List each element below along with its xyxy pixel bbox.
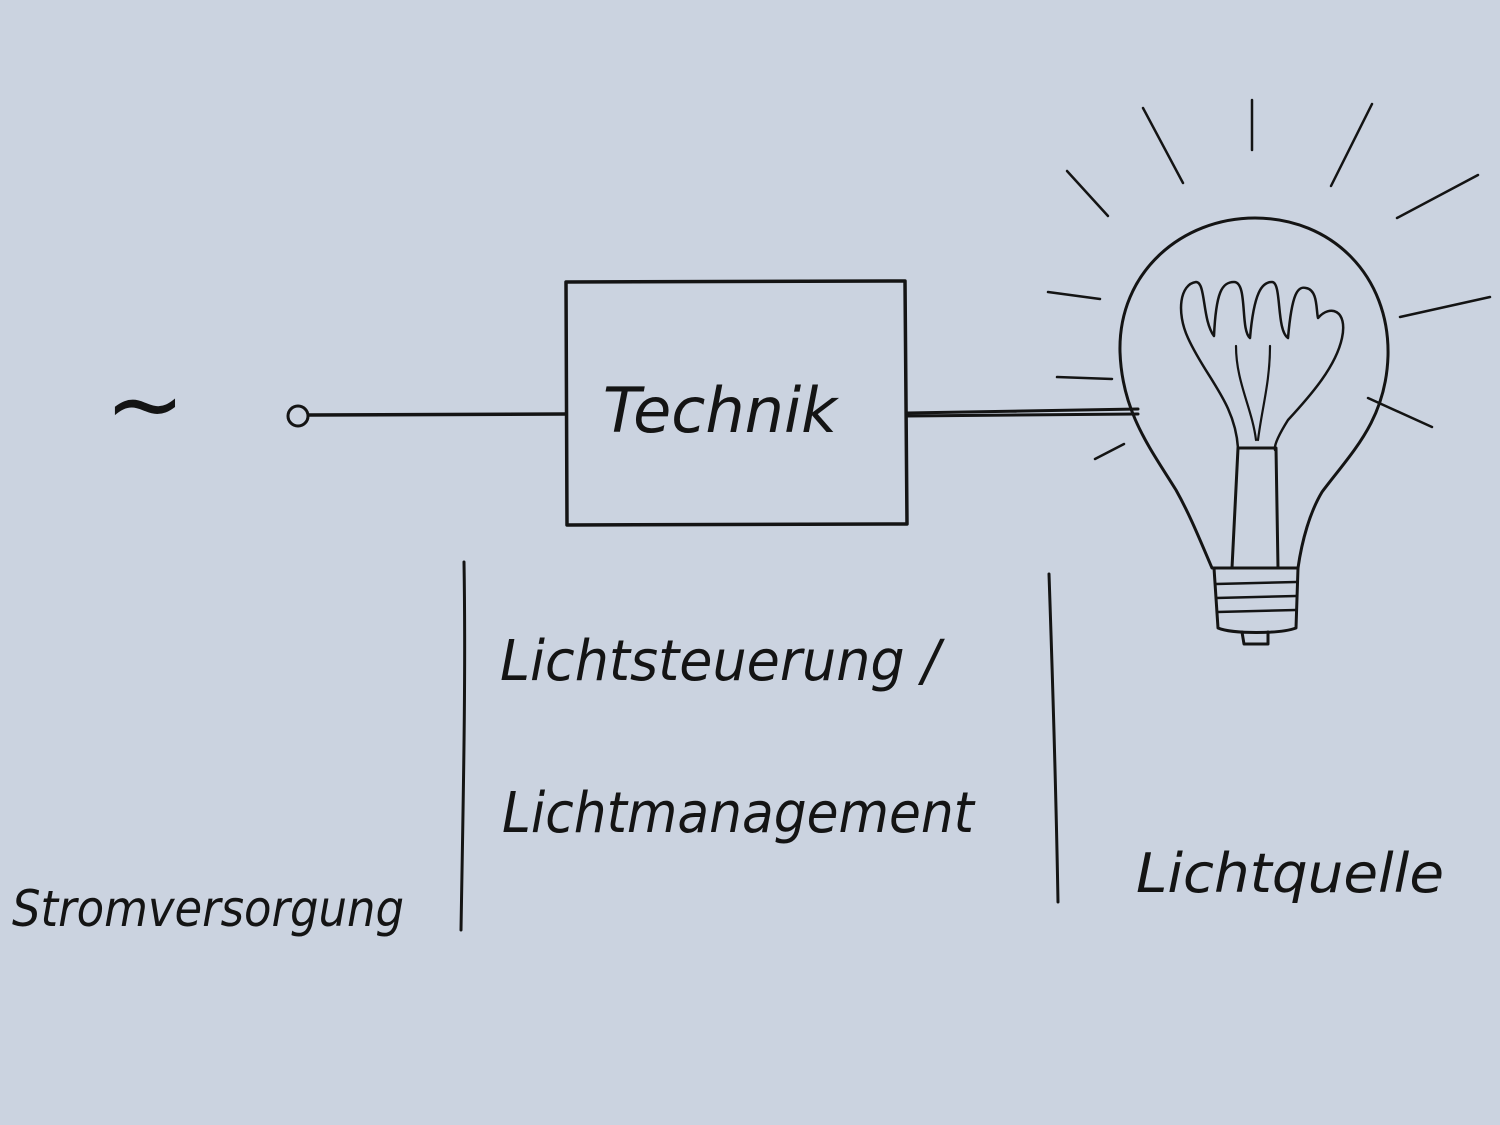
technik-box xyxy=(564,279,909,527)
input-wire xyxy=(307,412,568,417)
light-rays xyxy=(1046,98,1492,461)
bulb-filament-inner xyxy=(1234,344,1272,442)
label-light-management: Lichtmanagement xyxy=(502,781,976,846)
terminal-circle xyxy=(286,404,310,428)
output-wire xyxy=(905,407,1140,418)
bulb-glass xyxy=(1118,216,1390,570)
technik-label: Technik xyxy=(603,374,839,447)
bulb-contact xyxy=(1240,630,1270,646)
bulb-screw-base xyxy=(1212,566,1300,634)
label-light-source: Lichtquelle xyxy=(1136,842,1444,905)
label-light-control: Lichtsteuerung / xyxy=(500,629,945,694)
divider-left xyxy=(459,560,467,932)
light-bulb-icon xyxy=(1046,98,1492,646)
bulb-thread-lines xyxy=(1214,580,1298,614)
divider-right xyxy=(1047,572,1060,904)
bulb-neck xyxy=(1230,446,1280,570)
ac-source-symbol: ~ xyxy=(105,348,185,460)
label-power-supply: Stromversorgung xyxy=(12,880,404,938)
bulb-filament xyxy=(1179,280,1345,452)
